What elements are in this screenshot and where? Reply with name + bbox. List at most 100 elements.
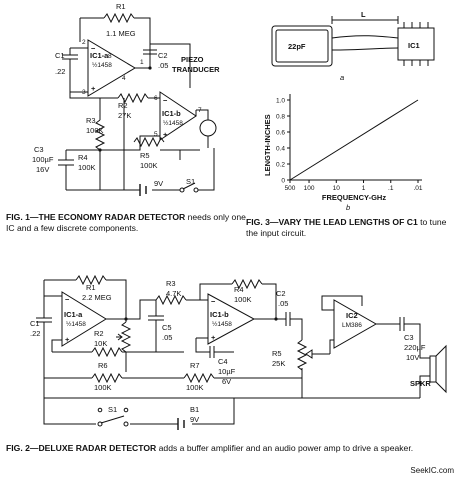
fig3a-ic-label: IC1 <box>408 41 420 50</box>
fig2-caption-title: FIG. 2—DELUXE RADAR DETECTOR <box>6 443 157 453</box>
fig1-minus-a: − <box>91 44 96 53</box>
fig1-ic1a-opamp <box>87 39 136 97</box>
chart-series-line <box>289 99 419 181</box>
fig1-c1-label: C1 <box>55 51 65 60</box>
fig1-plus-b: + <box>163 130 168 139</box>
fig1-c3-value: 100µF <box>32 155 54 164</box>
fig2-r2-value: 10K <box>94 339 107 348</box>
fig2-c3-label: C3 <box>404 333 414 342</box>
fig1-c1-value: .22 <box>55 67 65 76</box>
fig2-c4-value: 10µF <box>218 367 236 376</box>
fig2-r3-value: 4.7K <box>166 289 181 298</box>
chart-x-tick-label: .1 <box>388 185 394 192</box>
fig1-piezo-transducer <box>199 119 217 137</box>
chart-y-label: LENGTH-INCHES <box>263 114 272 176</box>
fig3a-drawing: 22pF L IC1 a <box>271 10 435 82</box>
fig1-caption: FIG. 1—THE ECONOMY RADAR DETECTOR needs … <box>6 212 246 233</box>
fig3-caption-text: to tune the input circuit. <box>246 217 447 238</box>
fig1-minus-b: − <box>163 96 168 105</box>
fig1-caption-text: needs only one IC and a few discrete com… <box>6 212 246 233</box>
fig2-schematic: R1 2.2 MEG C1 .22 IC1-a ½1458 − + R2 10K… <box>30 274 447 430</box>
chart-y-tick-label: 0.8 <box>276 114 285 121</box>
chart-y-tick-label: 0.4 <box>276 146 285 153</box>
fig3b-letter: b <box>346 203 350 212</box>
fig1-c2-value: .05 <box>158 61 168 70</box>
fig2-speaker <box>429 355 437 383</box>
chart-y-tick-label: 1.0 <box>276 98 285 105</box>
fig2-r7-label: R7 <box>190 361 200 370</box>
fig1-ic1b-sub: ½1458 <box>163 119 183 127</box>
fig1-r4-value: 100K <box>78 163 96 172</box>
chart-x-tick-label: 500 <box>285 185 296 192</box>
fig2-minus-b: − <box>211 297 216 306</box>
fig2-r4-value: 100K <box>234 295 252 304</box>
fig2-r2-pot <box>120 321 132 353</box>
fig1-r1-label: R1 <box>116 2 126 11</box>
fig2-r1-value: 2.2 MEG <box>82 293 112 302</box>
fig3a-letter: a <box>340 73 344 82</box>
fig2-c2-label: C2 <box>276 289 286 298</box>
fig1-pin1: 1 <box>140 59 144 66</box>
fig1-battery <box>139 184 147 196</box>
fig1-tranducer-label: TRANDUCER <box>172 65 220 74</box>
fig2-ic1b-sub: ½1458 <box>212 320 232 328</box>
fig1-r5-pot <box>133 136 165 148</box>
fig2-c5-value: .05 <box>162 333 172 342</box>
fig1-pin5: 5 <box>154 131 158 138</box>
fig2-r6-resistor <box>91 346 123 358</box>
fig2-r7-resistor <box>183 372 215 384</box>
fig2-r3-label: R3 <box>166 279 176 288</box>
fig2-c5-label: C5 <box>162 323 172 332</box>
fig1-ic1a-sub: ½1458 <box>92 61 112 69</box>
fig1-schematic: R1 1.1 MEG C1 .22 IC1-a ½1458 − + 2 3 4 … <box>32 2 220 196</box>
fig1-r3-label: R3 <box>86 116 96 125</box>
fig1-caption-title: FIG. 1—THE ECONOMY RADAR DETECTOR <box>6 212 186 222</box>
fig1-r2-label: R2 <box>118 101 128 110</box>
fig2-r4-label: R4 <box>234 285 244 294</box>
fig2-r5-value: 25K <box>272 359 285 368</box>
fig2-c1-label: C1 <box>30 319 40 328</box>
fig1-c3-voltage: 16V <box>36 165 49 174</box>
fig1-battery-label: 9V <box>154 179 163 188</box>
fig1-s1-label: S1 <box>186 177 195 186</box>
fig1-r1-resistor <box>103 12 135 24</box>
fig2-r1-label: R1 <box>86 283 96 292</box>
fig2-plus-a: + <box>65 335 70 344</box>
fig2-r6-value: 100K <box>94 383 112 392</box>
fig1-pin4: 4 <box>122 75 126 82</box>
fig2-ic2-label: IC2 <box>346 311 358 320</box>
fig2-ic1b-opamp <box>207 293 256 345</box>
fig1-c3-label: C3 <box>34 145 44 154</box>
fig2-r3-resistor <box>155 294 187 306</box>
fig1-pin2: 2 <box>82 39 86 46</box>
fig3a-ic <box>397 27 435 61</box>
fig3-caption-title: FIG. 3—VARY THE LEAD LENGTHS OF C1 <box>246 217 418 227</box>
fig2-r1-resistor <box>75 274 107 286</box>
fig1-r5-value: 100K <box>140 161 158 170</box>
fig2-minus-a: − <box>65 295 70 304</box>
chart-y-tick-label: 0.6 <box>276 130 285 137</box>
fig2-r2-label: R2 <box>94 329 104 338</box>
chart-x-tick-label: 100 <box>304 185 315 192</box>
chart-x-tick-label: 10 <box>333 185 341 192</box>
fig2-ic1a-opamp <box>61 291 107 347</box>
fig3a-capacitor <box>271 25 333 67</box>
fig1-piezo-label: PIEZO <box>181 55 204 64</box>
chart-y-tick-label: 0 <box>281 178 285 185</box>
fig3a-cap-value: 22pF <box>288 42 306 51</box>
fig2-battery <box>177 418 185 430</box>
fig1-pin6: 6 <box>154 95 158 102</box>
fig2-ic2-sub: LM386 <box>342 322 362 329</box>
fig1-r2-resistor <box>117 92 149 104</box>
fig2-speaker-label: SPKR <box>410 379 431 388</box>
fig3-caption: FIG. 3—VARY THE LEAD LENGTHS OF C1 to tu… <box>246 217 456 238</box>
fig1-c2-label: C2 <box>158 51 168 60</box>
fig2-r4-resistor <box>231 278 263 290</box>
fig2-c4-label: C4 <box>218 357 228 366</box>
fig2-ic1a-label: IC1-a <box>64 310 83 319</box>
fig1-pin7: 7 <box>198 107 202 114</box>
fig2-b1-value: 9V <box>190 415 199 424</box>
fig2-ic2-amp <box>333 299 378 349</box>
site-credit: SeekIC.com <box>410 466 454 475</box>
